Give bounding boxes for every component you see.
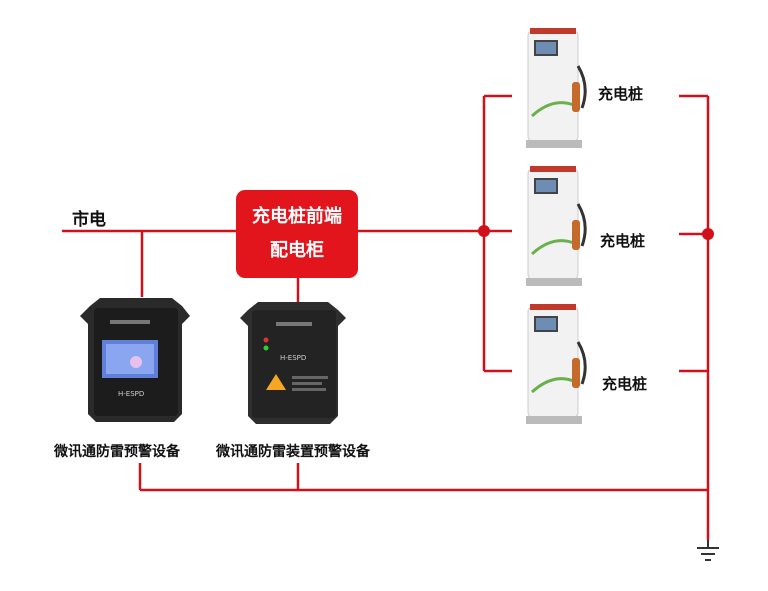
ground-symbol-icon xyxy=(697,540,719,561)
device-label-2: 微讯通防雷装置预警设备 xyxy=(216,444,370,460)
lightning-warning-device-2: H-ESPD xyxy=(240,302,346,424)
charging-pile-1 xyxy=(526,28,587,148)
device-label-1: 微讯通防雷预警设备 xyxy=(54,444,180,460)
device-panel-text: H-ESPD xyxy=(118,390,144,398)
charging-pile-3 xyxy=(526,304,587,424)
charger-label-1: 充电桩 xyxy=(598,85,644,103)
mains-label: 市电 xyxy=(72,210,106,230)
charger-label-2: 充电桩 xyxy=(600,232,646,250)
junction-dot-icon xyxy=(702,228,714,240)
warning-triangle-icon xyxy=(266,374,286,390)
distribution-cabinet: 充电桩前端 配电柜 xyxy=(236,190,358,278)
charger-label-3: 充电桩 xyxy=(602,375,648,393)
device-panel-text: H-ESPD xyxy=(280,354,306,362)
cabinet-label-line2: 配电柜 xyxy=(270,240,324,261)
charging-pile-2 xyxy=(526,166,587,286)
lightning-warning-device-1: H-ESPD xyxy=(80,298,190,422)
cabinet-label-line1: 充电桩前端 xyxy=(252,206,342,227)
junction-dot-icon xyxy=(478,225,490,237)
